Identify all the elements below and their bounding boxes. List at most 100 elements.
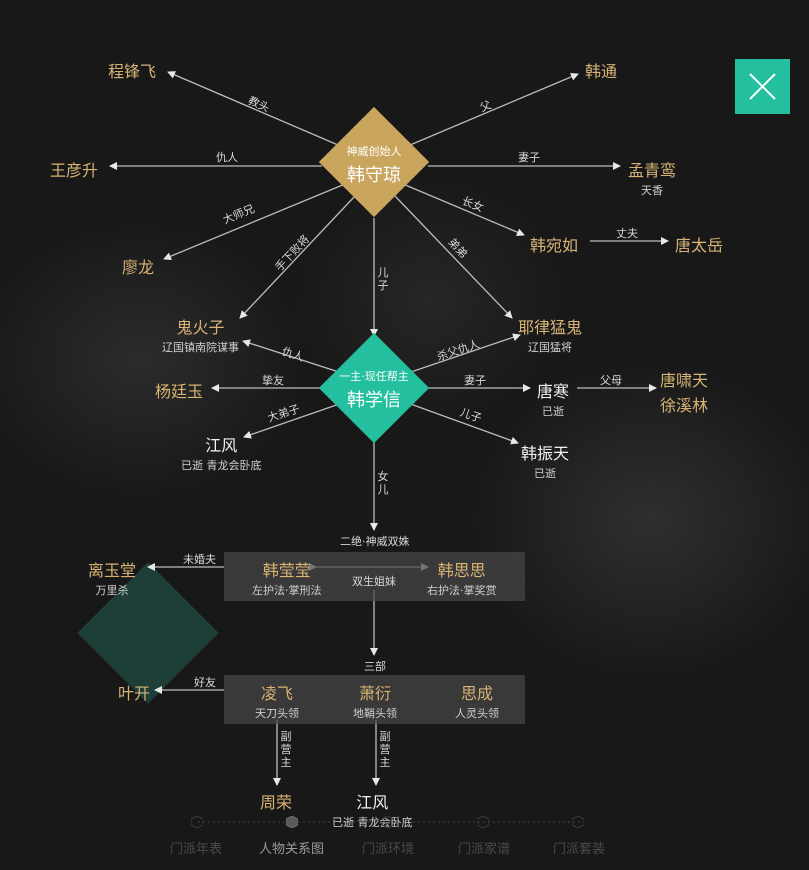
- person-note: 人灵头领: [455, 707, 499, 720]
- founder-label: 神威创始人 韩守琼: [314, 143, 434, 187]
- person-note: 天刀头领: [255, 707, 299, 720]
- person-name: 萧衍: [358, 684, 391, 703]
- node-guihuozi[interactable]: 鬼火子 辽国镇南院谋事: [162, 314, 239, 355]
- hexagon-icon[interactable]: [286, 816, 298, 828]
- node-hanzhentian[interactable]: 韩振天 已逝: [521, 440, 569, 481]
- person-note: 已逝 青龙会卧底: [332, 816, 413, 829]
- timeline-item-menpaitaozhuang[interactable]: 门派套装: [553, 842, 606, 857]
- person-note: 已逝: [534, 467, 556, 480]
- sanbu-panel: [224, 675, 525, 724]
- person-note: 辽国猛将: [528, 341, 572, 354]
- edge-leader-jiangfeng: [243, 401, 346, 439]
- leader-name: 韩学信: [347, 390, 401, 411]
- rel-zhangfu: 丈夫: [616, 227, 638, 240]
- node-hantong[interactable]: 韩通: [585, 58, 617, 82]
- rel-haoyou: 好友: [194, 676, 216, 689]
- node-liyutang[interactable]: 离玉堂 万里杀: [88, 557, 136, 598]
- rel-qizi-2: 妻子: [464, 374, 486, 387]
- edge-founder-hanwanru: [402, 183, 525, 236]
- node-hansisi[interactable]: 韩思思 右护法·掌奖赏: [427, 557, 497, 598]
- node-zhourong[interactable]: 周荣: [260, 789, 292, 813]
- person-note: 地鞘头领: [353, 707, 397, 720]
- person-note: 左护法·掌刑法: [252, 584, 322, 597]
- edge-founder-liaolong: [163, 183, 346, 261]
- person-note: 天香: [641, 184, 663, 197]
- rel-chouren: 仇人: [216, 151, 238, 164]
- rel-qizi: 妻子: [518, 151, 540, 164]
- node-jiangfeng[interactable]: 江风 已逝 青龙会卧底: [181, 432, 262, 473]
- person-name: 韩莹莹: [262, 561, 311, 580]
- person-note: 右护法·掌奖赏: [427, 584, 497, 597]
- person-name: 鬼火子: [176, 318, 225, 337]
- node-tangtaiyue[interactable]: 唐太岳: [675, 232, 723, 256]
- erjue-panel: [224, 552, 525, 601]
- node-wangyansheng[interactable]: 王彦升: [50, 157, 98, 181]
- rel-nver-vertical: 女儿: [377, 470, 389, 496]
- node-sicheng[interactable]: 思成 人灵头领: [455, 680, 499, 721]
- person-name: 离玉堂: [88, 561, 137, 580]
- person-name: 江风: [205, 436, 238, 455]
- rel-erjue: 二绝·神威双姝: [340, 535, 410, 548]
- rel-weihunfu: 未婚夫: [183, 553, 216, 566]
- node-xiaoyan[interactable]: 萧衍 地鞘头领: [353, 680, 397, 721]
- person-note: 已逝 青龙会卧底: [181, 459, 262, 472]
- person-name: 韩振天: [521, 444, 570, 463]
- person-name: 廖龙: [122, 258, 155, 277]
- hexagon-icon[interactable]: [382, 816, 394, 828]
- edge-founder-chengfengfei: [167, 71, 346, 149]
- timeline-item-renwuguanxitu[interactable]: 人物关系图: [259, 842, 325, 857]
- node-tanghan[interactable]: 唐寒 已逝: [537, 378, 569, 419]
- person-name: 周荣: [260, 793, 293, 812]
- person-name: 耶律猛鬼: [518, 318, 583, 337]
- person-name: 程锋飞: [108, 62, 157, 81]
- person-name: 唐啸天: [660, 371, 709, 390]
- node-liaolong[interactable]: 廖龙: [122, 254, 154, 278]
- close-button[interactable]: [735, 59, 790, 114]
- person-name: 凌飞: [260, 684, 293, 703]
- person-name: 韩思思: [437, 561, 486, 580]
- person-name: 叶开: [118, 684, 151, 703]
- hexagon-icon[interactable]: [572, 816, 584, 828]
- person-name: 王彦升: [50, 161, 99, 180]
- rel-fuyingzhu-2: 副营主: [379, 730, 391, 769]
- person-name: 韩通: [585, 62, 618, 81]
- person-name: 江风: [356, 793, 389, 812]
- rel-fumu: 父母: [600, 374, 622, 387]
- person-name: 韩宛如: [530, 236, 579, 255]
- node-lingfei[interactable]: 凌飞 天刀头领: [255, 680, 299, 721]
- rel-shuangsheng: 双生姐妹: [352, 575, 396, 588]
- person-name: 思成: [460, 684, 493, 703]
- edge-leader-yelvmenggui: [404, 333, 521, 375]
- person-name: 杨廷玉: [155, 382, 204, 401]
- node-hanyingying[interactable]: 韩莹莹 左护法·掌刑法: [252, 557, 322, 598]
- edge-founder-guihuozi: [239, 195, 356, 319]
- hexagon-icon[interactable]: [477, 816, 489, 828]
- timeline-item-menpaijiapu[interactable]: 门派家谱: [458, 842, 511, 857]
- edge-founder-yelvmenggui: [394, 195, 513, 319]
- node-yangyanyu[interactable]: 杨廷玉: [155, 378, 203, 402]
- hexagon-icon[interactable]: [191, 816, 203, 828]
- node-tangxiaotian[interactable]: 唐啸天: [660, 367, 708, 391]
- node-yekai[interactable]: 叶开: [118, 680, 150, 704]
- node-mengqingli[interactable]: 孟青鸾 天香: [628, 157, 676, 198]
- founder-name: 韩守琼: [347, 165, 401, 186]
- timeline-item-menpainianbiao[interactable]: 门派年表: [170, 842, 223, 857]
- rel-fuyingzhu-1: 副营主: [280, 730, 292, 769]
- rel-erzi-vertical: 儿子: [377, 266, 389, 292]
- node-xuxilin[interactable]: 徐溪林: [660, 392, 708, 416]
- founder-title: 神威创始人: [346, 145, 402, 158]
- node-jiangfeng-2[interactable]: 江风 已逝 青龙会卧底: [332, 789, 413, 830]
- person-name: 徐溪林: [660, 396, 709, 415]
- timeline-item-menpaihuanjing[interactable]: 门派环境: [362, 842, 415, 857]
- rel-sanbu: 三部: [364, 660, 386, 673]
- node-chengfengfei[interactable]: 程锋飞: [108, 58, 156, 82]
- person-note: 辽国镇南院谋事: [162, 341, 239, 354]
- node-hanwanru[interactable]: 韩宛如: [530, 232, 578, 256]
- node-yelvmenggui[interactable]: 耶律猛鬼 辽国猛将: [518, 314, 582, 355]
- close-x-icon: [749, 73, 776, 100]
- person-name: 孟青鸾: [628, 161, 677, 180]
- edge-leader-guihuozi: [242, 339, 346, 375]
- rel-zhiyou: 挚友: [262, 374, 284, 387]
- person-note: 已逝: [542, 405, 564, 418]
